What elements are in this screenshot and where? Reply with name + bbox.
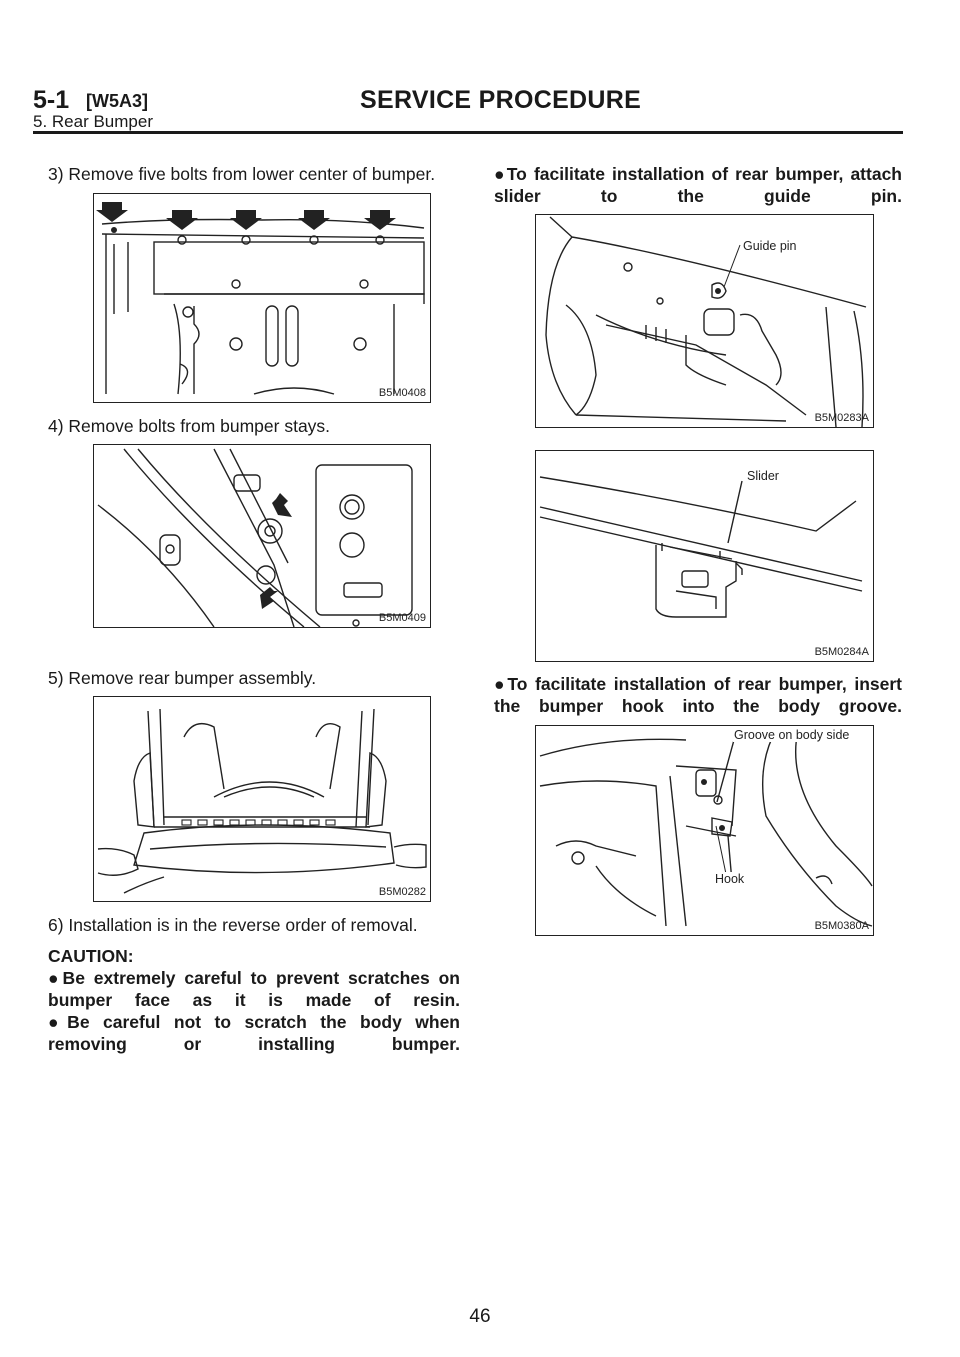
bumper-removal-illustration (97, 708, 427, 894)
caution-1: ●Be extremely careful to prevent scratch… (48, 968, 460, 1010)
figure-b5m0380a: Groove on body side Hook B5M0380A (535, 725, 874, 936)
section-title: SERVICE PROCEDURE (360, 86, 642, 114)
header-rule (33, 131, 903, 134)
guide-pin-label: Guide pin (742, 239, 798, 253)
bumper-bolts-illustration (96, 202, 425, 395)
section-code: [W5A3] (86, 91, 148, 111)
figure-id: B5M0284A (814, 646, 869, 658)
step-6-text: 6) Installation is in the reverse order … (48, 915, 418, 935)
step-4-text: 4) Remove bolts from bumper stays. (48, 416, 331, 436)
guide-pin-illustration (545, 216, 867, 427)
figure-id: B5M0282 (378, 886, 426, 898)
section-number: 5-1 (33, 86, 70, 114)
hook-label: Hook (714, 872, 746, 886)
step-5-text: 5) Remove rear bumper assembly. (48, 668, 317, 688)
hook-groove-illustration (539, 729, 873, 927)
figure-id: B5M0380A (814, 920, 869, 932)
note-2: ●To facilitate installation of rear bump… (494, 674, 902, 716)
caution-2: ●Be careful not to scratch the body when… (48, 1012, 460, 1054)
bumper-stay-illustration (97, 448, 413, 627)
figure-id: B5M0408 (378, 387, 426, 399)
slider-illustration (539, 476, 863, 618)
page-number: 46 (469, 1306, 491, 1327)
section-subtitle: 5. Rear Bumper (33, 112, 153, 131)
figure-b5m0284a: Slider B5M0284A (535, 450, 874, 662)
figure-b5m0409: B5M0409 (93, 444, 431, 628)
figure-b5m0282: B5M0282 (93, 696, 431, 902)
page-header: 5-1 [W5A3] SERVICE PROCEDURE 5. Rear Bum… (33, 82, 903, 132)
figure-b5m0408: B5M0408 (93, 193, 431, 403)
slider-label: Slider (746, 469, 780, 483)
groove-label: Groove on body side (733, 728, 851, 742)
note-1: ●To facilitate installation of rear bump… (494, 164, 902, 206)
figure-b5m0283a: Guide pin B5M0283A (535, 214, 874, 428)
caution-title: CAUTION: (48, 946, 134, 966)
figure-id: B5M0283A (814, 412, 869, 424)
figure-id: B5M0409 (378, 612, 426, 624)
step-3-text: 3) Remove five bolts from lower center o… (48, 164, 436, 184)
